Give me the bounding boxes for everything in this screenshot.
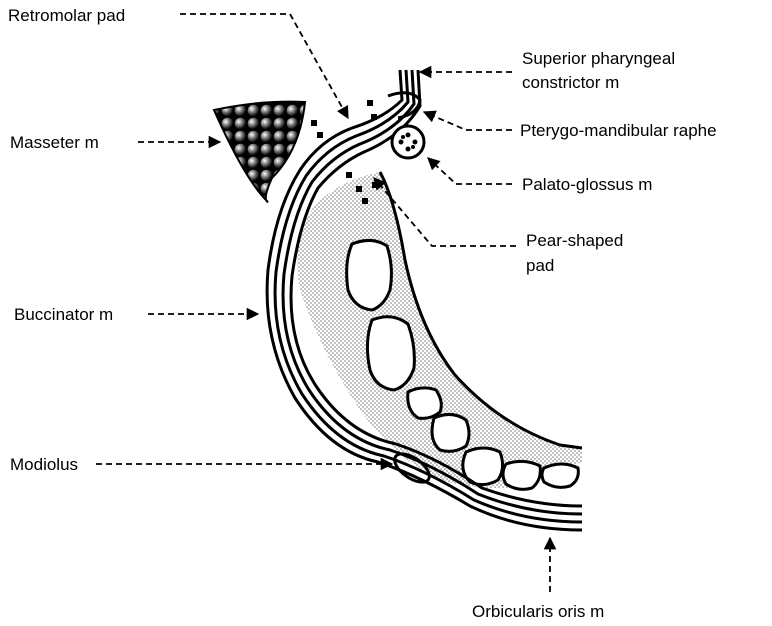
label-pear-shaped-2: pad [526, 256, 554, 275]
tooth-7 [542, 464, 578, 487]
palato-glossus-circle [392, 126, 424, 158]
label-pear-shaped-1: Pear-shaped [526, 231, 623, 250]
label-buccinator: Buccinator m [14, 305, 113, 324]
leader-palato-glossus [428, 158, 512, 184]
label-superior-pharyngeal-2: constrictor m [522, 73, 619, 92]
label-palato-glossus: Palato-glossus m [522, 175, 652, 194]
label-superior-pharyngeal-1: Superior pharyngeal [522, 49, 675, 68]
tooth-2 [367, 317, 414, 390]
label-pterygo-mandibular-raphe: Pterygo-mandibular raphe [520, 121, 717, 140]
label-retromolar-pad: Retromolar pad [8, 6, 125, 25]
tooth-4 [432, 414, 469, 451]
tooth-6 [503, 461, 540, 489]
tooth-1 [347, 240, 392, 310]
leader-raphe [424, 112, 512, 130]
tooth-3 [408, 388, 442, 418]
label-masseter: Masseter m [10, 133, 99, 152]
label-modiolus: Modiolus [10, 455, 78, 474]
label-orbicularis-oris: Orbicularis oris m [472, 602, 604, 621]
